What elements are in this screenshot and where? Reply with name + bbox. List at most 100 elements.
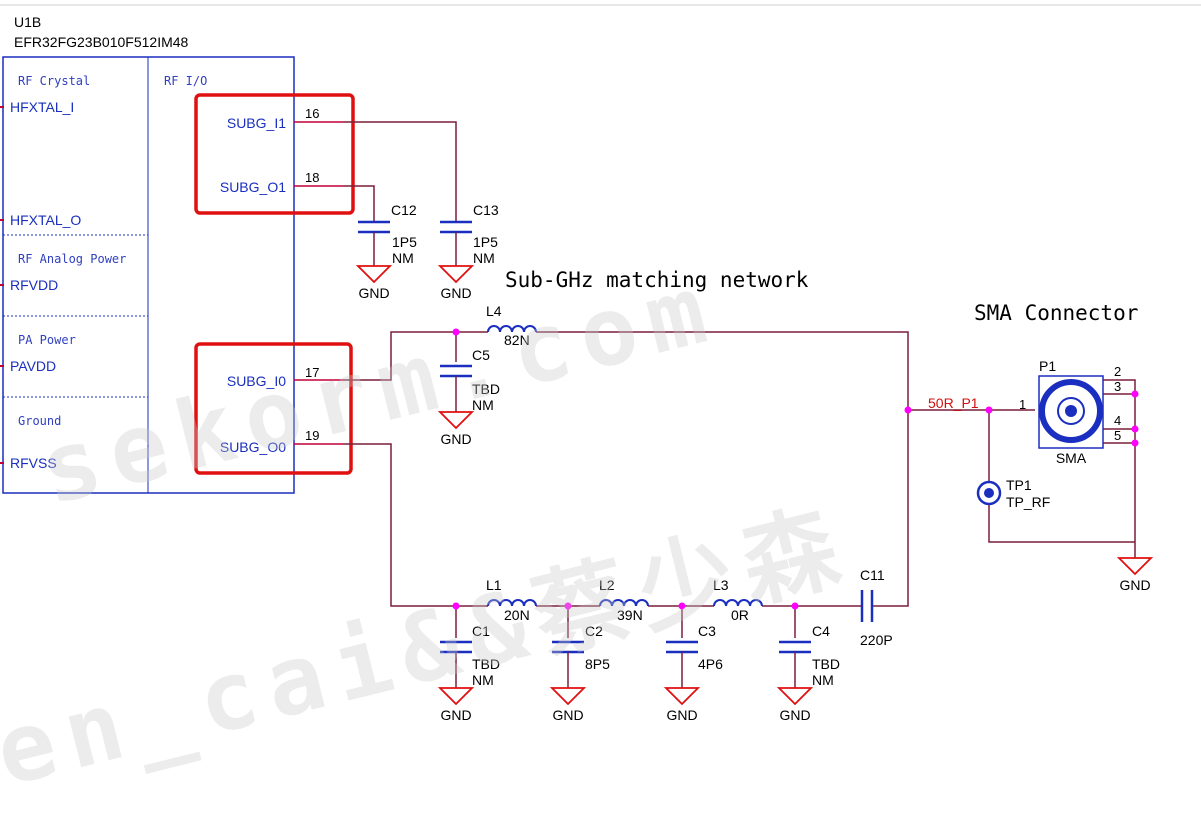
wire-subg-i0 bbox=[344, 331, 488, 381]
capacitor-symbols bbox=[358, 220, 874, 654]
annotation-sma-connector: SMA Connector bbox=[974, 301, 1138, 325]
section-pa-power: PA Power bbox=[18, 333, 76, 347]
c5-value: TBD bbox=[472, 381, 500, 397]
ground-icon bbox=[663, 687, 701, 706]
c12-ref: C12 bbox=[391, 202, 417, 218]
pin-subg-o1: SUBG_O1 bbox=[220, 179, 286, 195]
chip-u1b: U1B EFR32FG23B010F512IM48 RF Crystal RF … bbox=[0, 14, 344, 494]
l3-ref: L3 bbox=[713, 577, 729, 593]
c11-ref: C11 bbox=[860, 567, 885, 583]
ground-icon bbox=[437, 411, 475, 430]
wire-subg-o0 bbox=[344, 443, 488, 607]
gnd-label: GND bbox=[1119, 577, 1150, 593]
highlight-box-subg0 bbox=[194, 342, 353, 475]
gnd-label: GND bbox=[779, 707, 810, 723]
section-rf-crystal: RF Crystal bbox=[18, 74, 90, 88]
ground-icon bbox=[549, 687, 587, 706]
section-rf-io: RF I/O bbox=[164, 74, 207, 88]
pin-pavdd: PAVDD bbox=[10, 358, 56, 374]
ground-symbols bbox=[355, 265, 1154, 706]
gnd-label: GND bbox=[440, 431, 471, 447]
section-ground: Ground bbox=[18, 414, 61, 428]
p1-pin-5: 5 bbox=[1114, 428, 1121, 443]
pin-number-16: 16 bbox=[305, 106, 319, 121]
ground-icon bbox=[437, 687, 475, 706]
tp1-ref: TP1 bbox=[1006, 477, 1032, 493]
p1-pin-1: 1 bbox=[1019, 397, 1026, 412]
gnd-label: GND bbox=[552, 707, 583, 723]
c13-ref: C13 bbox=[473, 202, 499, 218]
gnd-label: GND bbox=[440, 285, 471, 301]
c4-ref: C4 bbox=[812, 623, 830, 639]
l4-ref: L4 bbox=[486, 303, 502, 319]
gnd-label: GND bbox=[666, 707, 697, 723]
chip-designator: U1B bbox=[14, 14, 41, 30]
c13-note: NM bbox=[473, 250, 495, 266]
c2-ref: C2 bbox=[585, 623, 603, 639]
ground-icon bbox=[776, 687, 814, 706]
c2-value: 8P5 bbox=[585, 656, 610, 672]
inductor-l1 bbox=[487, 599, 537, 607]
pin-subg-i1: SUBG_I1 bbox=[227, 115, 286, 131]
l2-ref: L2 bbox=[599, 577, 615, 593]
p1-pin-3: 3 bbox=[1114, 379, 1121, 394]
inductor-l4 bbox=[487, 325, 537, 333]
wire-tp1-gnd bbox=[988, 505, 1135, 543]
c5-note: NM bbox=[472, 397, 494, 413]
l3-value: 0R bbox=[731, 607, 749, 623]
test-point-tp1 bbox=[976, 480, 1002, 506]
c12-value: 1P5 bbox=[392, 234, 417, 250]
sma-connector-p1 bbox=[1038, 375, 1104, 449]
annotation-matching-network: Sub-GHz matching network bbox=[505, 268, 809, 292]
gnd-label: GND bbox=[440, 707, 471, 723]
c3-ref: C3 bbox=[698, 623, 716, 639]
inductor-symbols bbox=[487, 325, 763, 607]
c3-value: 4P6 bbox=[698, 656, 723, 672]
pin-hfxtal-o: HFXTAL_O bbox=[10, 212, 81, 228]
pin-hfxtal-i: HFXTAL_I bbox=[10, 99, 74, 115]
sma-outer-ring bbox=[1039, 379, 1103, 443]
pin-number-18: 18 bbox=[305, 170, 319, 185]
highlight-box-subg1 bbox=[194, 93, 355, 215]
wires bbox=[344, 121, 1136, 638]
pin-number-17: 17 bbox=[305, 365, 319, 380]
test-point-dot bbox=[984, 488, 994, 498]
l2-value: 39N bbox=[617, 607, 643, 623]
section-rf-analog-power: RF Analog Power bbox=[18, 252, 126, 266]
p1-ref: P1 bbox=[1039, 358, 1056, 374]
l4-value: 82N bbox=[504, 332, 530, 348]
p1-pin-4: 4 bbox=[1114, 413, 1121, 428]
pin-rfvdd: RFVDD bbox=[10, 277, 58, 293]
wire-sma-gnd bbox=[1103, 379, 1136, 558]
pin-number-19: 19 bbox=[305, 428, 319, 443]
ground-icon bbox=[355, 265, 393, 284]
wire-subg-i1 bbox=[344, 121, 457, 222]
c11-value: 220P bbox=[860, 632, 893, 648]
ground-icon bbox=[1116, 557, 1154, 576]
c1-ref: C1 bbox=[472, 623, 490, 639]
junctions bbox=[452, 328, 1139, 610]
tp1-name: TP_RF bbox=[1006, 494, 1050, 510]
ground-icon bbox=[437, 265, 475, 284]
pin-subg-i0: SUBG_I0 bbox=[227, 373, 286, 389]
c4-value: TBD bbox=[812, 656, 840, 672]
wire-l4-out bbox=[536, 331, 909, 607]
net-label-50r-p1: 50R_P1 bbox=[928, 395, 979, 411]
gnd-label: GND bbox=[358, 285, 389, 301]
sma-inner-ring bbox=[1057, 397, 1085, 425]
c1-note: NM bbox=[472, 672, 494, 688]
c13-value: 1P5 bbox=[473, 234, 498, 250]
inductor-l3 bbox=[713, 599, 763, 607]
l1-value: 20N bbox=[504, 607, 530, 623]
l1-ref: L1 bbox=[486, 577, 502, 593]
inductor-l2 bbox=[599, 599, 649, 607]
c4-note: NM bbox=[812, 672, 834, 688]
p1-pin-2: 2 bbox=[1114, 364, 1121, 379]
sma-center-pin bbox=[1065, 405, 1077, 417]
c5-ref: C5 bbox=[472, 347, 490, 363]
p1-type: SMA bbox=[1056, 450, 1087, 466]
capacitor-leads bbox=[373, 232, 796, 688]
pin-rfvss: RFVSS bbox=[10, 455, 57, 471]
wire-subg-o1 bbox=[344, 185, 375, 222]
test-point-icon bbox=[976, 480, 1002, 506]
